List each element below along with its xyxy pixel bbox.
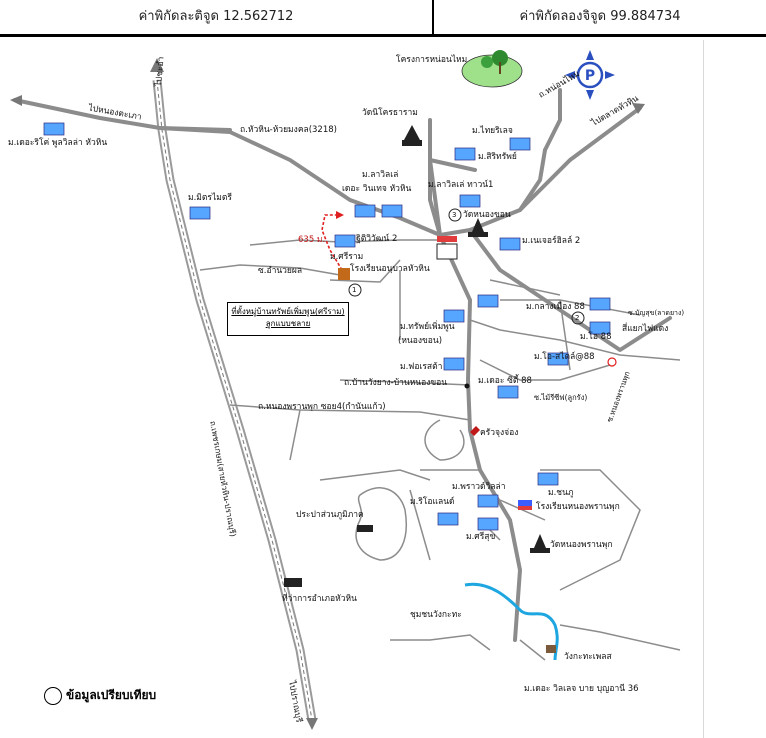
label-srirum: ม.ศรีราม xyxy=(330,252,364,262)
river xyxy=(464,582,559,661)
coordinates-header: ค่าพิกัดละติจูด 12.562712 ค่าพิกัดลองจิจ… xyxy=(0,0,766,38)
south-arrow-head xyxy=(306,718,318,730)
marker-2: 2 xyxy=(575,314,580,322)
label-school-nong-pran: โรงเรียนหนองพรานพุก xyxy=(536,502,620,512)
road-network xyxy=(13,88,672,642)
label-road-nong-khon: ถ.บ้านวังยาง-บ้านหนองขอน xyxy=(344,378,448,388)
label-the-village: ม.เดอะ วิลเลจ บาย บุญอานี 36 xyxy=(524,684,639,694)
school-icons xyxy=(436,236,532,510)
village-icons xyxy=(43,122,611,531)
legend-circle-icon xyxy=(44,686,62,705)
label-rich-pool-villa: ม.เดอะริโค่ พูลวิลล่า หัวหิน xyxy=(8,138,108,148)
label-traffic-light: สี่แยกไฟแดง xyxy=(622,324,669,334)
building-icons xyxy=(284,268,556,653)
label-soi-bansuk: ซ.บัญสุข(ลาดยาง) xyxy=(628,309,685,317)
label-wat-nilkara: วัดนิโครธาราม xyxy=(362,108,418,118)
ne-arrow-head xyxy=(632,103,645,114)
header-rule xyxy=(0,34,766,37)
west-arrow-head xyxy=(10,95,22,106)
label-laurel: ม.ลาวิลเล่ xyxy=(362,170,399,180)
longitude-text: ค่าพิกัดลองจิจูด 99.884734 xyxy=(519,9,681,24)
label-mo-style: ม.โอ-สไตล์@88 xyxy=(534,352,595,362)
traffic-light-marker xyxy=(607,357,617,367)
header-divider xyxy=(432,0,434,37)
svg-text:P: P xyxy=(585,68,595,84)
label-chanpu: ม.ชนภู xyxy=(548,488,574,498)
label-wat-nong-pran: วัดหนองพรานพุก xyxy=(550,540,613,550)
marker-1: 1 xyxy=(352,286,357,294)
label-rithiwat: ฐิติวิวัฒน์ 2 xyxy=(356,234,398,244)
label-rio-land: ม.ริโอแลนด์ xyxy=(410,497,455,507)
legend-text: ข้อมูลเปรียบเทียบ xyxy=(66,688,157,702)
label-nong-kon: (หนองขอน) xyxy=(398,336,443,346)
callout-line-2: ลูกแบบชลาย xyxy=(265,319,311,328)
route-arrow xyxy=(336,211,344,219)
latitude-text: ค่าพิกัดละติจูด 12.562712 xyxy=(138,9,294,24)
label-srisook: ม.ศรีสุข xyxy=(466,532,496,542)
label-nature-hill: ม.เนเจอร์ฮิลล์ 2 xyxy=(522,236,581,246)
label-mitr-maitri: ม.มิตรไมตรี xyxy=(188,193,232,203)
label-sapsermpoon: ม.ทรัพย์เพิ่มพูน xyxy=(400,322,455,332)
route-path xyxy=(321,214,343,271)
page-border xyxy=(703,40,704,738)
label-the-winter: เดอะ วินเทจ หัวหิน xyxy=(342,184,412,194)
label-soi-nong-pran-4: ถ.หนองพรานพุก ซอย4(กำนันแก้ว) xyxy=(258,402,386,412)
label-wat-nong-kon: วัดหนองขอน xyxy=(463,210,511,220)
north-arrow-head xyxy=(150,58,164,72)
label-fore-delight: ม.ฟอเรสต้า xyxy=(400,362,443,372)
restaurant-icon xyxy=(470,426,480,436)
numbered-markers xyxy=(348,208,585,325)
highway-road xyxy=(152,79,317,721)
label-community: ชุมชนวังกะทะ xyxy=(410,610,462,620)
label-klang-muang: ม.กลางเมือง 88 xyxy=(526,302,585,312)
label-sirisap: ม.สิริทรัพย์ xyxy=(478,152,517,162)
label-road-3218: ถ.หัวหิน-ห้วยมงคล(3218) xyxy=(240,125,337,135)
label-mo-so: ม.โอ 88 xyxy=(580,332,612,342)
label-proud-villa: ม.พราวด์วิลล่า xyxy=(452,482,506,492)
property-callout: ที่ตั้งหมู่บ้านทรัพย์เพิ่มพูน(ศรีราม) ลู… xyxy=(227,302,349,336)
park-icon xyxy=(461,50,523,88)
label-wangkatha: วังกะทะเพลส xyxy=(564,652,612,662)
label-thai-village: ม.ไทยริเลจ xyxy=(472,126,513,136)
area-map: P xyxy=(10,50,681,730)
label-kruacheng: ครัวจุงจ่อง xyxy=(480,428,519,438)
compass-rose: P xyxy=(565,50,615,100)
map-legend: ข้อมูลเปรียบเทียบ xyxy=(44,686,156,705)
label-distance: 635 ม. xyxy=(298,235,326,245)
label-the-city: ม.เดอะ ซิตี้ 88 xyxy=(478,376,532,386)
label-soi-amnuay: ซ.อำนวยผล xyxy=(258,266,303,276)
junction-dot xyxy=(464,383,470,389)
label-district-office: ที่ว่าการอำเภอหัวหิน xyxy=(282,594,357,604)
label-soi-mai-ruea: ซ.ไม้รีซีฟ(ลูกรัง) xyxy=(534,393,588,402)
label-laurel-town: ม.ลาวิลเล่ ทาวน์1 xyxy=(428,180,494,190)
label-anubarn-school: โรงเรียนอนุบาลหัวหิน xyxy=(350,264,430,274)
label-new-project: โครงการหน่อนไหม xyxy=(396,55,468,65)
callout-line-1: ที่ตั้งหมู่บ้านทรัพย์เพิ่มพูน(ศรีราม) xyxy=(231,307,345,316)
marker-3: 3 xyxy=(452,211,457,219)
label-water-supply: ประปาส่วนภูมิภาค xyxy=(296,510,364,520)
temple-icons xyxy=(402,125,550,553)
